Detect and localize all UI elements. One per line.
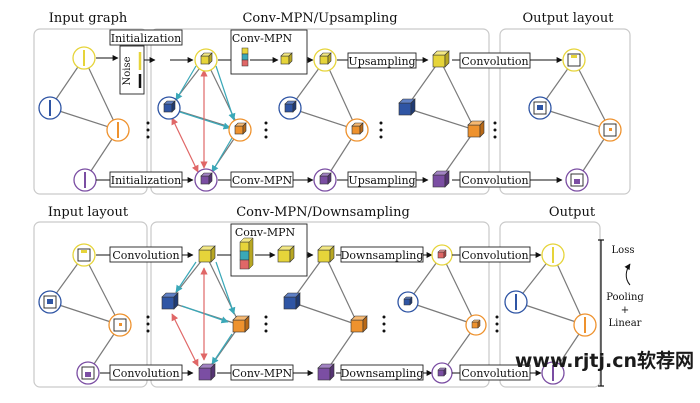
convolution-label-bottom-row-bottom: Convolution: [112, 367, 179, 380]
panel-input-layout: [33, 221, 148, 388]
downsampled-node-purple: [431, 362, 453, 384]
input-layout-node-blue: [38, 290, 62, 314]
input-graph-node-blue: [38, 96, 62, 120]
down-message-passing-arrows: [171, 261, 236, 367]
down-node-blue-2: [283, 292, 301, 310]
output-node-blue: [504, 290, 528, 314]
ellipsis-dots-top: [146, 121, 497, 139]
down-node-purple-1: [198, 363, 216, 381]
output-layout-node-yellow: [562, 48, 586, 72]
mpn-node-orange-2: [345, 118, 369, 142]
ellipsis-dots-bottom: [146, 315, 499, 333]
title-conv-mpn-downsampling: Conv-MPN/Downsampling: [236, 205, 410, 220]
initialization-box-top: [109, 29, 183, 46]
mpn-node-purple-1: [194, 168, 218, 192]
linear-label: Linear: [609, 318, 642, 329]
plus-label: +: [621, 305, 629, 316]
input-graph-node-yellow: [72, 46, 96, 70]
panel-output: [499, 221, 601, 388]
input-layout-node-purple: [76, 361, 100, 385]
pooling-label: Pooling: [606, 292, 644, 303]
mpn-node-yellow-2: [313, 48, 337, 72]
initialization-label-top: Initialization: [111, 32, 181, 45]
loss-label: Loss: [612, 245, 635, 256]
down-node-orange-1: [232, 315, 250, 333]
output-node-orange: [573, 313, 597, 337]
downsampling-label-top: Downsampling: [341, 249, 424, 262]
input-graph-node-orange: [106, 118, 130, 142]
convolution-label-bottom-row-top: Convolution: [112, 249, 179, 262]
panel-input-graph: [33, 28, 148, 195]
upsampled-cube-blue: [398, 98, 416, 116]
down-node-blue-1: [161, 292, 179, 310]
watermark-text: www.rjtj.cn软荐网: [515, 349, 694, 372]
downsampling-label-bottom: Downsampling: [341, 367, 424, 380]
input-layout-node-orange: [108, 313, 132, 337]
convolution-label-top-right: Convolution: [461, 55, 528, 68]
title-output: Output: [549, 205, 596, 220]
upsampling-label-top: Upsampling: [348, 55, 415, 68]
mpn-node-blue-1: [157, 96, 181, 120]
mpn-node-purple-2: [313, 168, 337, 192]
output-node-yellow: [541, 243, 565, 267]
title-output-layout: Output layout: [523, 11, 615, 26]
convolution-label-bottom-row-right-bottom: Convolution: [461, 367, 528, 380]
initialization-label-bottom: Initialization: [111, 174, 181, 187]
loss-curved-arrow-icon: [624, 263, 631, 286]
panel-output-layout: [499, 28, 631, 195]
conv-mpn-label-bottom: Conv-MPN: [232, 174, 293, 187]
output-layout-node-orange: [598, 118, 622, 142]
downsampled-node-yellow: [431, 244, 453, 266]
title-input-graph: Input graph: [49, 11, 128, 26]
down-node-purple-2: [317, 363, 335, 381]
output-layout-node-blue: [528, 96, 552, 120]
upsampled-cube-orange: [467, 120, 485, 138]
mpn-node-blue-2: [278, 96, 302, 120]
conv-mpn-label-bottom-row: Conv-MPN: [235, 226, 296, 239]
title-input-layout: Input layout: [48, 205, 129, 220]
upsampling-label-bottom: Upsampling: [348, 174, 415, 187]
output-layout-node-purple: [565, 168, 589, 192]
down-node-yellow-2: [317, 245, 335, 263]
title-conv-mpn-upsampling: Conv-MPN/Upsampling: [242, 11, 397, 26]
down-node-yellow-1: [198, 245, 216, 263]
input-graph-node-purple: [73, 168, 97, 192]
message-passing-arrows: [171, 65, 236, 173]
input-layout-node-yellow: [72, 243, 96, 267]
upsampled-cube-yellow: [432, 50, 450, 68]
downsampled-node-blue: [397, 291, 419, 313]
output-node-purple: [541, 361, 565, 385]
convolution-label-bottom-row-right-top: Convolution: [461, 249, 528, 262]
mpn-node-yellow-1: [194, 48, 218, 72]
downsampled-node-orange: [465, 314, 487, 336]
noise-label: Noise: [122, 56, 133, 85]
upsampled-cube-purple: [432, 170, 450, 188]
conv-mpn-label-bottom-row-bottom: Conv-MPN: [232, 367, 293, 380]
down-node-orange-2: [350, 315, 368, 333]
mpn-node-orange-1: [228, 118, 252, 142]
conv-mpn-label-top: Conv-MPN: [232, 32, 293, 45]
convolution-label-bottom-right: Convolution: [461, 174, 528, 187]
